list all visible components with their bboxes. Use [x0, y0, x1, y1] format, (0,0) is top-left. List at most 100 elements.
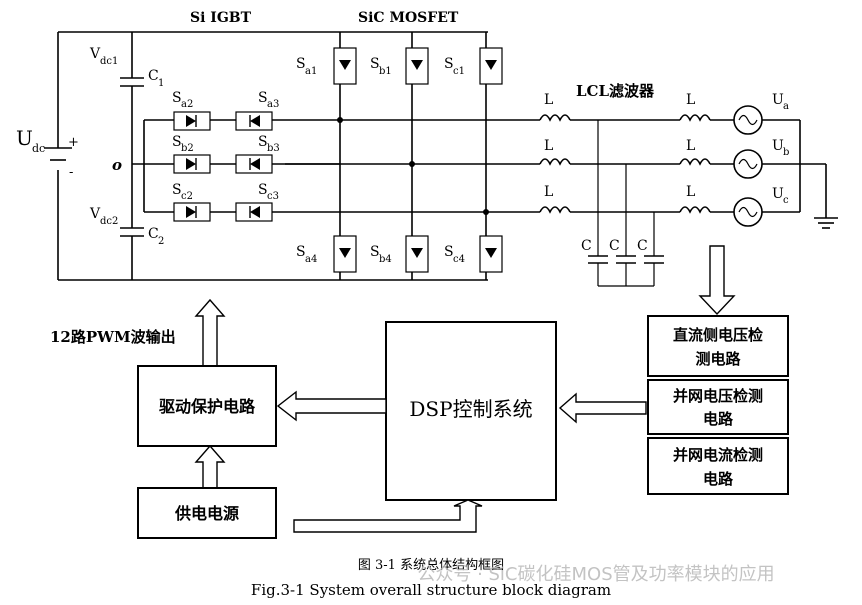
sa1-subscript: a1 [305, 66, 317, 77]
dsp-control-block [385, 321, 557, 501]
caption-chinese: 图 3-1 系统总体结构框图 [358, 558, 504, 573]
power-circuit: + - U dc V dc1 C 1 V dc2 C 2 o Si IGBT S… [16, 10, 838, 287]
mosfet-sb4 [405, 235, 429, 273]
udc-label: U [16, 126, 33, 150]
sc1-label: S [444, 56, 454, 72]
grid-source-a [733, 105, 763, 135]
vdc1-subscript: dc1 [100, 56, 118, 67]
sa3-subscript: a3 [267, 99, 279, 110]
igbt-switch-c3 [235, 202, 273, 222]
inductor-label-c2: L [686, 184, 695, 200]
uc-label: U [772, 186, 784, 202]
sa4-label: S [296, 244, 306, 260]
grid-voltage-detect-block [647, 379, 789, 435]
sc1-subscript: c1 [453, 66, 465, 77]
filter-to-detect-arrow-icon [698, 245, 736, 316]
sc3-label: S [258, 182, 268, 198]
sb3-label: S [258, 134, 268, 150]
inductor-label-b1: L [544, 138, 553, 154]
ua-label: U [772, 92, 784, 108]
si-igbt-label: Si IGBT [190, 10, 252, 26]
capacitor-label-2: C [609, 238, 620, 254]
grid-current-detect-line2: 电路 [703, 470, 734, 488]
sb1-label: S [370, 56, 380, 72]
inductor-label-c1: L [544, 184, 553, 200]
sa1-label: S [296, 56, 306, 72]
c1-subscript: 1 [158, 78, 164, 89]
sb2-subscript: b2 [181, 143, 194, 154]
filter-capacitors [588, 255, 664, 287]
grid-source-c [733, 197, 763, 227]
sa2-subscript: a2 [181, 99, 193, 110]
dc-voltage-detect-line2: 测电路 [695, 350, 741, 368]
caption-english: Fig.3-1 System overall structure block d… [251, 581, 611, 599]
sa2-label: S [172, 90, 182, 106]
pwm-arrow-up-icon [194, 298, 226, 367]
ua-subscript: a [783, 101, 789, 112]
driver-protection-label: 驱动保护电路 [159, 397, 256, 416]
mosfet-sa1 [333, 47, 357, 85]
igbt-switch-a2 [173, 111, 211, 131]
sb4-label: S [370, 244, 380, 260]
sc4-label: S [444, 244, 454, 260]
inductor-label-b2: L [686, 138, 695, 154]
supply-to-dsp-arrow-icon [293, 499, 483, 533]
grid-current-detect-line1: 并网电流检测 [673, 446, 763, 464]
sb3-subscript: b3 [267, 143, 280, 154]
supply-arrow-up-icon [194, 444, 226, 489]
mosfet-sb1 [405, 47, 429, 85]
dc-voltage-detect-line1: 直流侧电压检 [673, 326, 763, 344]
dsp-control-label: DSP控制系统 [409, 397, 532, 421]
igbt-switch-c2 [173, 202, 211, 222]
uc-subscript: c [783, 195, 789, 206]
udc-subscript: dc [32, 142, 45, 155]
grid-source-b [733, 149, 763, 179]
minus-sign: - [69, 165, 73, 180]
vdc2-label: V [89, 206, 101, 222]
dc-source [44, 147, 72, 161]
capacitor-label-1: C [581, 238, 592, 254]
detect-to-dsp-arrow-icon [558, 392, 647, 424]
igbt-switch-a3 [235, 111, 273, 131]
inductor-group-1 [539, 114, 571, 214]
c2-subscript: 2 [158, 236, 164, 247]
grid-current-detect-block [647, 437, 789, 495]
inductor-label-a1: L [544, 92, 553, 108]
c1-label: C [148, 68, 159, 84]
sc3-subscript: c3 [267, 191, 279, 202]
c2-label: C [148, 226, 159, 242]
dsp-to-driver-arrow-icon [276, 390, 387, 422]
neutral-point-label: o [112, 156, 122, 174]
inductor-group-2 [679, 114, 711, 214]
sb2-label: S [172, 134, 182, 150]
sc2-label: S [172, 182, 182, 198]
ub-subscript: b [783, 147, 789, 158]
sb1-subscript: b1 [379, 66, 392, 77]
sa4-subscript: a4 [305, 254, 317, 265]
watermark: 公众号 · SiC碳化硅MOS管及功率模块的应用 [417, 564, 774, 585]
mosfet-sc1 [479, 47, 503, 85]
dc-voltage-detect-block [647, 315, 789, 377]
ub-label: U [772, 138, 784, 154]
igbt-switch-b2 [173, 154, 211, 174]
sc2-subscript: c2 [181, 191, 193, 202]
plus-sign: + [68, 135, 79, 150]
power-supply-block [137, 487, 277, 539]
lcl-filter-label: LCL滤波器 [576, 82, 655, 100]
mosfet-sc4 [479, 235, 503, 273]
driver-protection-block [137, 365, 277, 447]
mosfet-sa4 [333, 235, 357, 273]
sa3-label: S [258, 90, 268, 106]
igbt-switch-b3 [235, 154, 273, 174]
vdc2-subscript: dc2 [100, 216, 118, 227]
ground-icon [814, 217, 838, 229]
sb4-subscript: b4 [379, 254, 392, 265]
grid-voltage-detect-line1: 并网电压检测 [673, 387, 763, 405]
grid-voltage-detect-line2: 电路 [703, 410, 734, 428]
capacitor-label-3: C [637, 238, 648, 254]
vdc1-label: V [89, 46, 101, 62]
sic-mosfet-label: SiC MOSFET [358, 10, 459, 26]
pwm-output-label: 12路PWM波输出 [50, 328, 176, 346]
sc4-subscript: c4 [453, 254, 465, 265]
